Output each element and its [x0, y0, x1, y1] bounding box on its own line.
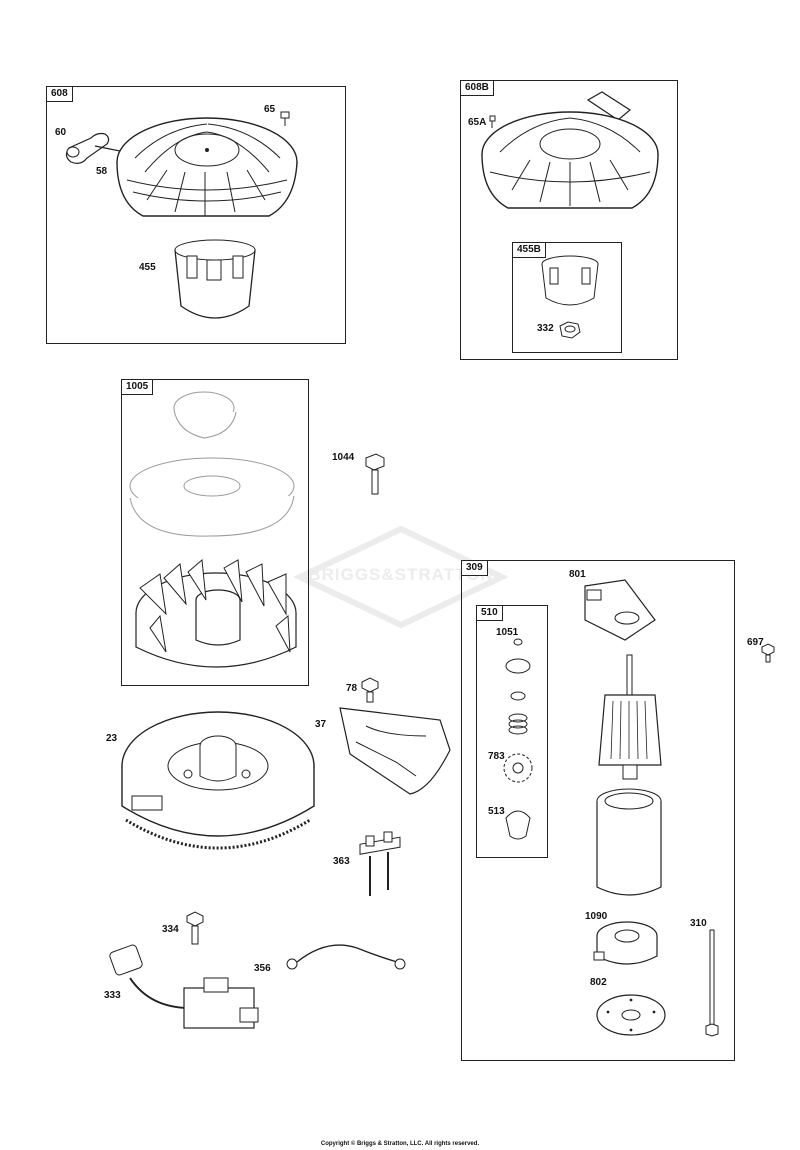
baffle-37 [339, 707, 451, 795]
part-label-802: 802 [590, 977, 607, 988]
part-label-1090: 1090 [585, 911, 608, 922]
group-309-tag: 309 [461, 560, 488, 576]
drive-kit-510 [503, 638, 533, 840]
recoil-starter-608 [65, 111, 298, 319]
part-label-65A: 65A [468, 117, 487, 128]
part-label-310: 310 [690, 918, 707, 929]
recoil-starter-608B [481, 91, 659, 209]
group-309-box: 309 [461, 560, 735, 1061]
through-bolt-310 [705, 929, 719, 1037]
part-label-513: 513 [488, 806, 505, 817]
part-label-697: 697 [747, 637, 764, 648]
copyright-notice: Copyright © Briggs & Stratton, LLC. All … [320, 1141, 480, 1147]
part-label-356: 356 [254, 963, 271, 974]
group-1005-tag: 1005 [121, 379, 154, 395]
group-455B-box: 455B [512, 242, 622, 353]
bolt-78 [361, 677, 379, 703]
ground-wire-356 [286, 944, 406, 970]
group-510-tag: 510 [476, 605, 503, 621]
group-608B-box: 608B [460, 80, 678, 360]
group-1005-box: 1005 [121, 379, 309, 686]
group-608B-tag: 608B [460, 80, 494, 96]
bolt-1044 [365, 453, 385, 495]
part-label-1051: 1051 [496, 627, 519, 638]
part-label-455: 455 [139, 262, 156, 273]
flywheel-23 [121, 711, 315, 850]
bracket-363 [359, 831, 401, 896]
group-608-tag: 608 [46, 86, 73, 102]
part-label-1044: 1044 [332, 452, 355, 463]
group-455B-tag: 455B [512, 242, 546, 258]
cup-and-nut-455B [541, 255, 599, 339]
watermark-text: BRIGGS&STRATTON [308, 565, 494, 584]
screw-697 [761, 643, 775, 663]
part-label-37: 37 [315, 719, 327, 730]
armature-and-housing [596, 654, 662, 896]
part-label-363: 363 [333, 856, 350, 867]
plate-802 [596, 994, 666, 1036]
part-label-332: 332 [537, 323, 554, 334]
group-510-box: 510 [476, 605, 548, 858]
part-label-60: 60 [55, 127, 67, 138]
part-label-65: 65 [264, 104, 276, 115]
part-label-783: 783 [488, 751, 505, 762]
screw-334 [186, 911, 204, 945]
group-608-box: 608 [46, 86, 346, 344]
part-label-333: 333 [104, 990, 121, 1001]
part-label-801: 801 [569, 569, 586, 580]
part-label-23: 23 [106, 733, 118, 744]
end-cap-801 [584, 579, 656, 641]
end-cap-1090 [593, 921, 658, 965]
part-label-78: 78 [346, 683, 358, 694]
ignition-coil-333 [109, 944, 259, 1029]
blower-housing-1005 [129, 391, 297, 668]
part-label-58: 58 [96, 166, 108, 177]
part-label-334: 334 [162, 924, 179, 935]
